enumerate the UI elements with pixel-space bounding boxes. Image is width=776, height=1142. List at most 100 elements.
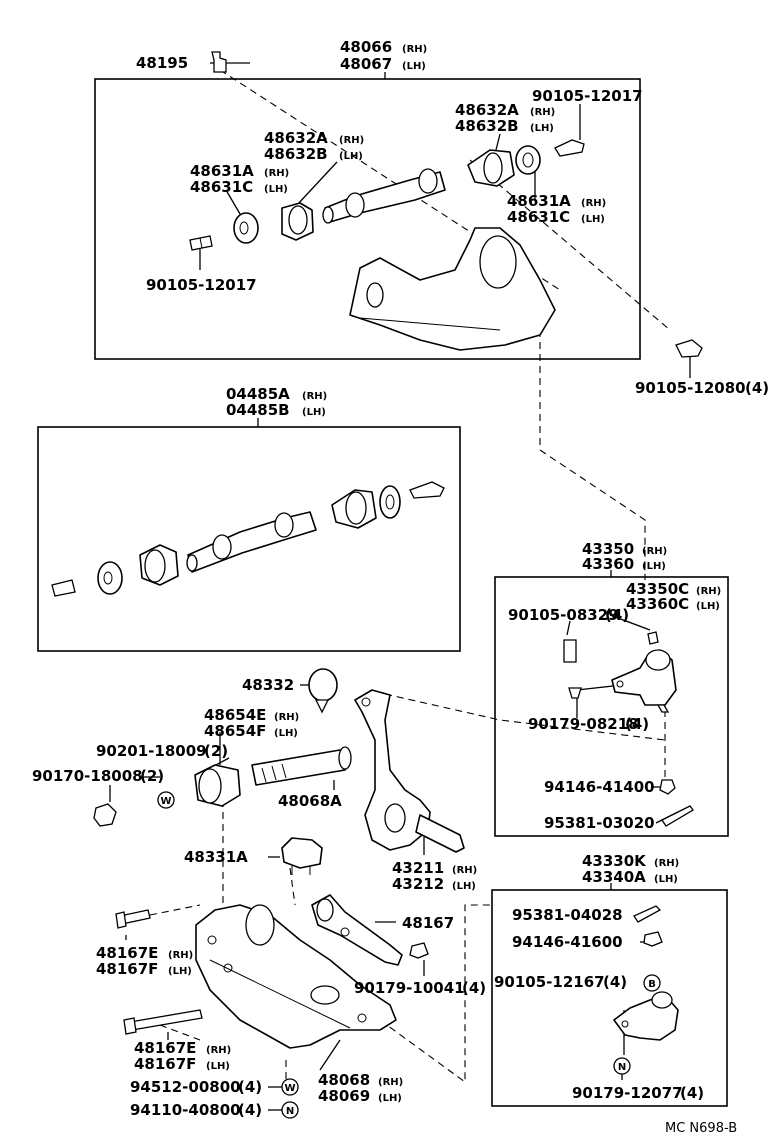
cotter-pin-95381-04028-icon — [633, 905, 662, 923]
label-43212-side: (LH) — [452, 881, 476, 892]
label-94512-00800: 94512-00800 — [130, 1078, 241, 1096]
label-48067: 48067 — [340, 55, 392, 73]
grease-fitting-icon — [647, 631, 659, 645]
bolt-90105-08329-icon — [563, 639, 577, 663]
label-48068-side: (RH) — [378, 1077, 403, 1088]
label-90179-08218: 90179-08218 — [528, 715, 639, 733]
label-04485A: 04485A — [226, 385, 290, 403]
label-48631A-left-side: (RH) — [264, 168, 289, 179]
label-90170-18008-qty: (2) — [140, 767, 164, 785]
part-labels: 48195 48066 (RH) 48067 (LH) 90105-12017 … — [32, 38, 769, 1136]
bolt-48167E-lower-icon — [123, 1009, 203, 1035]
nut-90179-08218-icon — [568, 687, 582, 699]
label-48167E-lower-side: (RH) — [206, 1045, 231, 1056]
kit-bolt-right-icon — [409, 481, 445, 499]
label-43350: 43350 — [582, 540, 634, 558]
kit-bolt-left-icon — [51, 579, 76, 597]
label-94146-41400: 94146-41400 — [544, 778, 655, 796]
label-48654E-side: (RH) — [274, 712, 299, 723]
lower-ball-joint-box — [491, 889, 728, 1107]
upper-ball-joint-icon — [611, 649, 677, 713]
nut-90179-10041-icon — [409, 942, 429, 959]
bolt-48167E-upper-icon — [115, 909, 151, 929]
label-90201-18009: 90201-18009 — [96, 742, 207, 760]
washer-left-icon — [233, 212, 259, 244]
clip-48195-icon — [211, 51, 227, 73]
bushing-48654-icon — [194, 764, 241, 807]
label-48631A-left: 48631A — [190, 162, 254, 180]
label-04485B: 04485B — [226, 401, 290, 419]
bushing-right-icon — [467, 149, 515, 187]
label-48167F-lower: 48167F — [134, 1055, 196, 1073]
label-48068: 48068 — [318, 1071, 370, 1089]
label-04485A-side: (RH) — [302, 391, 327, 402]
nut-94110-40800-icon: N — [281, 1101, 299, 1119]
lower-arm-icon — [195, 904, 397, 1049]
dashed-connectors — [149, 69, 671, 1084]
label-43360C: 43360C — [626, 595, 689, 613]
bolt-mark-icon: B — [643, 974, 661, 992]
label-48167F-upper-side: (LH) — [168, 966, 192, 977]
label-48632A-left-side: (RH) — [339, 135, 364, 146]
label-90201-18009-qty: (2) — [204, 742, 228, 760]
nut-mark-lower-left: N — [286, 1106, 294, 1117]
label-90105-12167-qty: (4) — [603, 973, 627, 991]
label-43360C-side: (LH) — [696, 601, 720, 612]
strut-bar-48167-icon — [311, 894, 403, 966]
label-90179-10041: 90179-10041 — [354, 979, 465, 997]
label-48632A-right-side: (RH) — [530, 107, 555, 118]
label-48631A-right-side: (RH) — [581, 198, 606, 209]
label-48632A-left: 48632A — [264, 129, 328, 147]
kit-bushing-left-icon — [139, 544, 179, 586]
bolt-left-top-icon — [189, 235, 213, 251]
label-48631C-left: 48631C — [190, 178, 253, 196]
label-90105-12080-qty: (4) — [745, 379, 769, 397]
label-48654F-side: (LH) — [274, 728, 298, 739]
label-43350C-side: (RH) — [696, 586, 721, 597]
label-90105-12017-bottom: 90105-12017 — [146, 276, 257, 294]
kit-bushing-right-icon — [331, 489, 377, 529]
lower-ball-joint-icon — [613, 991, 679, 1041]
label-48631A-right: 48631A — [507, 192, 571, 210]
kit-shaft-icon — [186, 511, 317, 573]
label-48631C-left-side: (LH) — [264, 184, 288, 195]
washer-90201-18009-icon: W — [157, 791, 175, 809]
label-43340A-side: (LH) — [654, 874, 678, 885]
label-48069: 48069 — [318, 1087, 370, 1105]
label-48632B-left-side: (LH) — [339, 151, 363, 162]
label-48167E-upper-side: (RH) — [168, 950, 193, 961]
upper-arm-shaft-icon — [322, 168, 446, 224]
label-48069-side: (LH) — [378, 1093, 402, 1104]
label-90170-18008: 90170-18008 — [32, 767, 143, 785]
bolt-right-top-icon — [554, 139, 585, 157]
kit-washer-left-icon — [97, 561, 123, 595]
label-48631C-right: 48631C — [507, 208, 570, 226]
nut-94146-41400-icon — [659, 779, 676, 795]
label-48066: 48066 — [340, 38, 392, 56]
washer-mark-lower: W — [284, 1083, 295, 1094]
label-48167: 48167 — [402, 914, 454, 932]
label-90105-12080: 90105-12080 — [635, 379, 746, 397]
cotter-pin-95381-03020-icon — [661, 805, 694, 827]
label-90179-10041-qty: (4) — [462, 979, 486, 997]
label-48068A: 48068A — [278, 792, 342, 810]
label-95381-04028: 95381-04028 — [512, 906, 623, 924]
label-94110-40800: 94110-40800 — [130, 1101, 241, 1119]
bump-stopper-48331A-icon — [281, 837, 323, 875]
label-48631C-right-side: (LH) — [581, 214, 605, 225]
label-48632A-right: 48632A — [455, 101, 519, 119]
label-48632B-right: 48632B — [455, 117, 519, 135]
label-94110-40800-qty: (4) — [238, 1101, 262, 1119]
label-48167F-lower-side: (LH) — [206, 1061, 230, 1072]
steering-knuckle-icon — [354, 689, 465, 853]
nut-94146-41600-icon — [643, 931, 663, 947]
label-04485B-side: (LH) — [302, 407, 326, 418]
washer-right-icon — [515, 145, 541, 175]
label-90179-12077: 90179-12077 — [572, 1084, 683, 1102]
label-48332: 48332 — [242, 676, 294, 694]
label-43211-side: (RH) — [452, 865, 477, 876]
washer-mark: W — [160, 796, 171, 807]
label-48066-side: (RH) — [402, 44, 427, 55]
upper-arm-icon — [349, 227, 556, 351]
label-43340A: 43340A — [582, 868, 646, 886]
